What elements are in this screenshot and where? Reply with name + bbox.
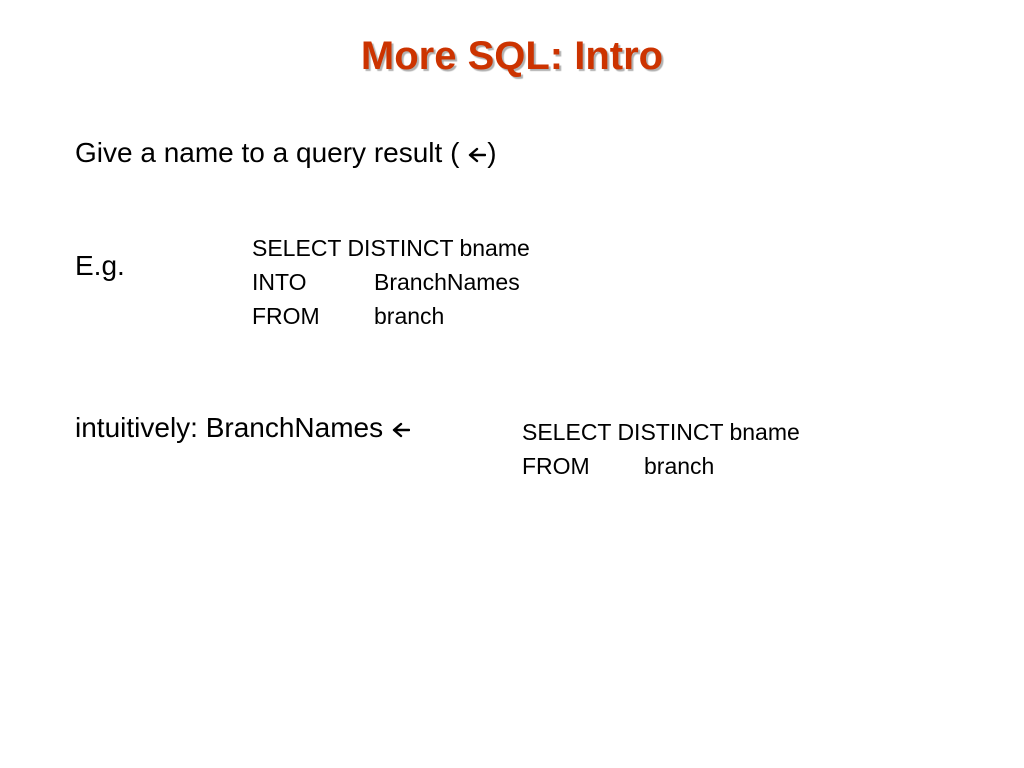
left-arrow-icon bbox=[468, 147, 487, 163]
eg-label: E.g. bbox=[75, 250, 125, 281]
sql-value: branch bbox=[374, 303, 445, 329]
sql-value: branch bbox=[644, 453, 715, 479]
intro-close-paren: ) bbox=[487, 137, 497, 168]
left-arrow-icon bbox=[392, 422, 410, 438]
sql-example-line: INTO BranchNames bbox=[252, 265, 530, 299]
sql-example-line: SELECT DISTINCT bname bbox=[252, 231, 530, 265]
sql-keyword: FROM bbox=[522, 453, 590, 479]
sql-intuitive-line: SELECT DISTINCT bname bbox=[522, 415, 800, 449]
sql-example-line: FROM branch bbox=[252, 299, 530, 333]
intuitive-text: intuitively: BranchNames bbox=[75, 412, 384, 443]
sql-intuitive-line: FROM branch bbox=[522, 449, 800, 483]
sql-value: BranchNames bbox=[374, 269, 520, 295]
intro-text: Give a name to a query result ( bbox=[75, 137, 460, 168]
sql-example-block: SELECT DISTINCT bname INTO BranchNames F… bbox=[252, 231, 530, 333]
intro-line: Give a name to a query result ( ) bbox=[75, 136, 497, 170]
sql-keyword: FROM bbox=[252, 303, 320, 329]
sql-select-clause: SELECT DISTINCT bname bbox=[252, 235, 530, 261]
sql-intuitive-block: SELECT DISTINCT bname FROM branch bbox=[522, 415, 800, 483]
sql-keyword: INTO bbox=[252, 269, 307, 295]
slide-title: More SQL: Intro bbox=[360, 34, 664, 78]
sql-select-clause: SELECT DISTINCT bname bbox=[522, 419, 800, 445]
intuitive-line: intuitively: BranchNames bbox=[75, 411, 411, 445]
